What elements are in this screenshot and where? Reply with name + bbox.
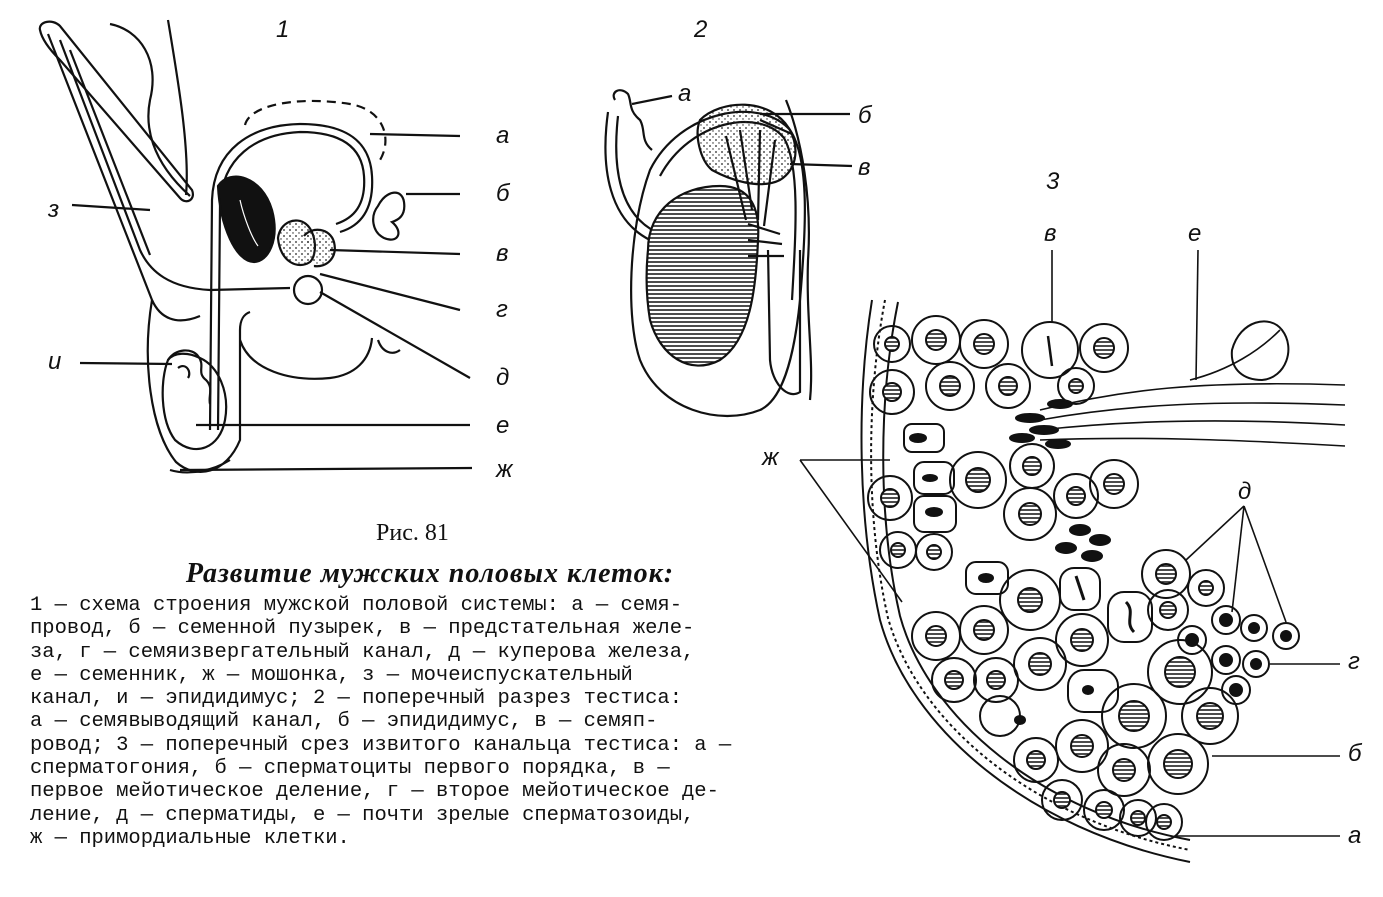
figure-title: Развитие мужских половых клеток: (185, 558, 675, 589)
panel2-label-a: а (678, 80, 692, 107)
caption-line: а — семявыводящий канал, б — эпидидимус,… (30, 710, 658, 734)
panel1-label-d: д (496, 364, 510, 391)
caption-line: сперматогония, б — сперматоциты первого … (30, 757, 670, 781)
vas-dashed (243, 99, 387, 161)
sertoli-cell (1230, 320, 1290, 382)
panel1-number: 1 (276, 16, 290, 43)
vas-deferens (208, 122, 374, 431)
sperm-tails (1039, 329, 1346, 447)
panel3-label-d: д (1238, 478, 1252, 505)
panel2-label-v: в (858, 154, 871, 181)
panel3-label-b: б (1348, 740, 1362, 767)
panel1-label-zh: ж (496, 456, 513, 483)
panel3-tubule-section (799, 249, 1346, 863)
panel2-cross-section (604, 89, 853, 418)
testis (161, 352, 228, 451)
panel1-label-g: г (496, 296, 508, 323)
basement-membrane (860, 299, 1191, 863)
efferent-duct (612, 89, 653, 151)
panel3-label-e: е (1188, 220, 1202, 247)
urethra (58, 39, 291, 292)
panel1-label-b: б (496, 180, 510, 207)
panel3-label-a: а (1348, 822, 1362, 849)
vas-deferens-2 (766, 249, 802, 396)
penis-outline (38, 20, 194, 203)
figure-caption: 1 — схема строения мужской половой систе… (30, 594, 828, 850)
panel3-label-zh: ж (762, 444, 779, 471)
panel2-number: 2 (694, 16, 708, 43)
caption-line: первое мейотическое деление, г — второе … (30, 780, 719, 804)
panel3-label-g: г (1348, 648, 1360, 675)
panel2-label-b: б (858, 102, 872, 129)
bladder (216, 175, 276, 264)
sperm-heads (1009, 399, 1111, 562)
caption-line: ровод; 3 — поперечный срез извитого кана… (30, 733, 732, 757)
epididymis (167, 349, 212, 405)
panel1-label-z: з (48, 196, 60, 223)
panel3-label-v: в (1044, 220, 1057, 247)
panel1-label-i: и (48, 348, 62, 375)
figure-number: Рис. 81 (376, 520, 449, 546)
caption-line: е — семенник, ж — мошонка, з — мочеиспус… (30, 663, 633, 687)
caption-line: провод, б — семенной пузырек, в — предст… (30, 617, 695, 641)
caption-line: ж — примордиальные клетки. (30, 826, 350, 850)
caption-line: за, г — семяизвергательный канал, д — ку… (30, 640, 695, 664)
panel3-leaders (799, 249, 1340, 837)
panel1-label-a: а (496, 122, 510, 149)
panel1-scheme (38, 19, 473, 474)
caption-line: канал, и — эпидидимус; 2 — поперечный ра… (30, 687, 683, 711)
seminal-vesicle (372, 191, 406, 241)
caption-line: 1 — схема строения мужской половой систе… (30, 594, 683, 617)
panel3-number: 3 (1046, 168, 1060, 195)
panel1-label-e: е (496, 412, 510, 439)
caption-line: ление, д — сперматиды, е — почти зрелые … (30, 803, 695, 827)
testis-lobules (645, 184, 760, 367)
cells (867, 315, 1300, 841)
panel1-label-v: в (496, 240, 509, 267)
cowper-gland (292, 274, 324, 306)
